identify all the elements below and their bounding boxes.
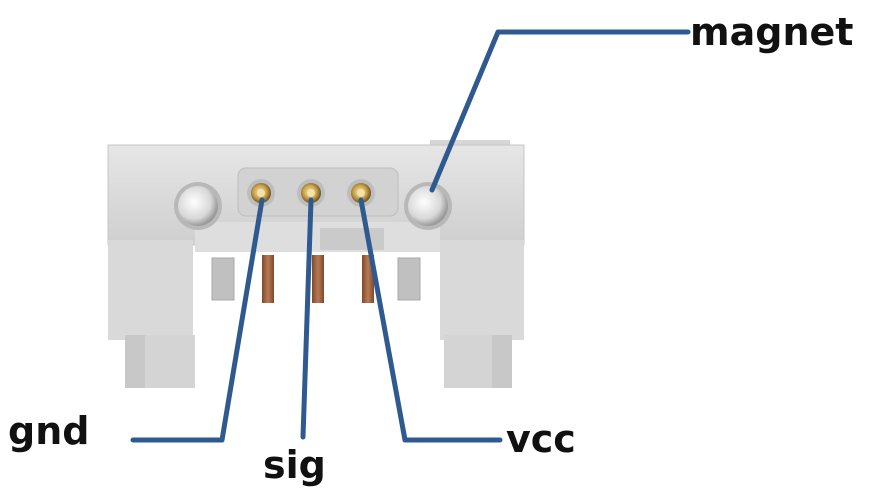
- connector-leads: [212, 255, 420, 303]
- sig-lead: [312, 255, 324, 303]
- left-magnet: [174, 182, 222, 230]
- sig-label: sig: [263, 443, 326, 487]
- right-magnet: [404, 182, 452, 230]
- magnet-label: magnet: [690, 10, 853, 54]
- vcc-label: vcc: [506, 417, 576, 461]
- gnd-label: gnd: [8, 409, 89, 453]
- gnd-lead: [262, 255, 274, 303]
